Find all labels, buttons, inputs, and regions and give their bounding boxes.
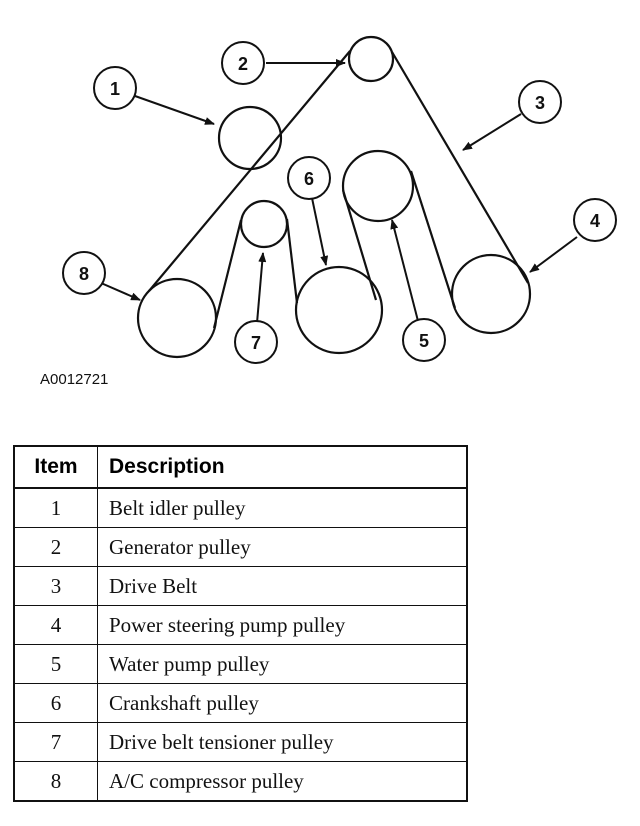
- cell-item: 3: [13, 566, 98, 606]
- pulley-generator: [347, 35, 395, 83]
- cell-item: 6: [13, 683, 98, 723]
- callout-label-6: 6: [304, 169, 314, 189]
- callout-arrow-4: [529, 236, 578, 273]
- callout-bubble-6: [287, 156, 331, 200]
- callout-arrow-7: [256, 252, 267, 324]
- pulley-idler: [217, 105, 283, 171]
- callout-bubble-8: [62, 251, 106, 295]
- cell-description: Belt idler pulley: [97, 487, 468, 528]
- cell-description: A/C compressor pulley: [97, 761, 468, 802]
- pulley-tensioner: [239, 199, 289, 249]
- cell-description: Drive Belt: [97, 566, 468, 606]
- callout-bubble-3: [518, 80, 562, 124]
- callout-label-7: 7: [251, 333, 261, 353]
- cell-item: 2: [13, 527, 98, 567]
- belt-routing-diagram: 1 2 3 4 5 6 7 8: [62, 35, 617, 364]
- table-row: 3 Drive Belt: [13, 566, 468, 606]
- callout-label-4: 4: [590, 211, 600, 231]
- table-row: 2 Generator pulley: [13, 527, 468, 567]
- callout-arrow-8: [100, 282, 141, 301]
- cell-item: 5: [13, 644, 98, 684]
- cell-description: Drive belt tensioner pulley: [97, 722, 468, 762]
- callout-arrow-3: [462, 113, 522, 151]
- table-row: 5 Water pump pulley: [13, 644, 468, 684]
- callout-label-8: 8: [79, 264, 89, 284]
- pulley-crankshaft: [294, 265, 384, 355]
- table-header-row: Item Description: [13, 445, 468, 489]
- table-row: 8 A/C compressor pulley: [13, 761, 468, 802]
- header-item: Item: [13, 445, 98, 489]
- callout-arrow-5: [390, 219, 419, 322]
- table-row: 4 Power steering pump pulley: [13, 605, 468, 645]
- pulley-power-steering: [450, 253, 532, 335]
- header-description: Description: [97, 445, 468, 489]
- cell-item: 8: [13, 761, 98, 802]
- cell-description: Crankshaft pulley: [97, 683, 468, 723]
- legend-table: Item Description 1 Belt idler pulley 2 G…: [13, 445, 468, 802]
- cell-item: 7: [13, 722, 98, 762]
- callout-arrow-6: [311, 197, 329, 266]
- table-row: 6 Crankshaft pulley: [13, 683, 468, 723]
- callout-arrow-1: [134, 95, 215, 125]
- table-row: 1 Belt idler pulley: [13, 487, 468, 528]
- callout-label-2: 2: [238, 54, 248, 74]
- callout-bubble-2: [221, 41, 265, 85]
- callout-bubble-4: [573, 198, 617, 242]
- callout-bubble-5: [402, 318, 446, 362]
- callout-bubble-7: [234, 320, 278, 364]
- pulley-water-pump: [341, 149, 415, 223]
- cell-description: Power steering pump pulley: [97, 605, 468, 645]
- drive-belt: [148, 50, 529, 329]
- cell-description: Water pump pulley: [97, 644, 468, 684]
- cell-item: 1: [13, 487, 98, 528]
- callout-label-1: 1: [110, 79, 120, 99]
- cell-item: 4: [13, 605, 98, 645]
- cell-description: Generator pulley: [97, 527, 468, 567]
- callout-label-5: 5: [419, 331, 429, 351]
- figure-code: A0012721: [40, 371, 109, 388]
- callout-label-3: 3: [535, 93, 545, 113]
- table-row: 7 Drive belt tensioner pulley: [13, 722, 468, 762]
- callout-bubble-1: [93, 66, 137, 110]
